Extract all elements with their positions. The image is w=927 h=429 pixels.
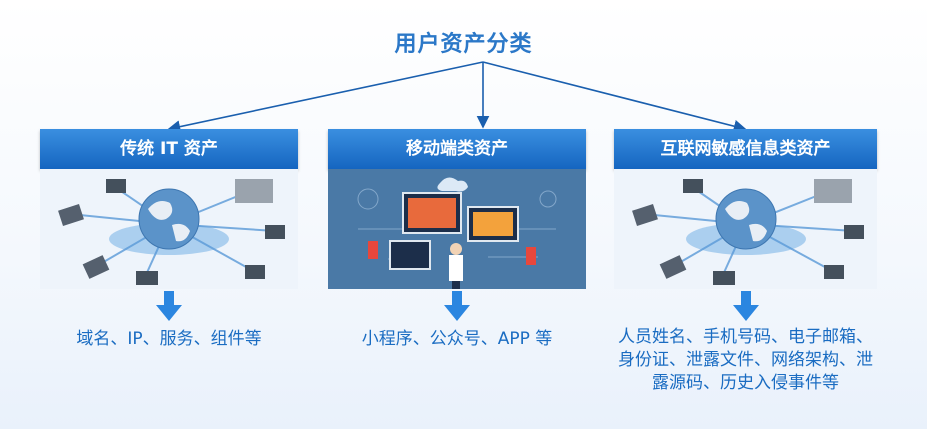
category-description-traditional-it: 域名、IP、服务、组件等: [76, 329, 262, 349]
down-arrow-icon: [733, 291, 759, 321]
diagram-title: 用户资产分类: [394, 32, 533, 57]
category-header-traditional-it: 传统 IT 资产: [40, 129, 298, 169]
category-header-mobile: 移动端类资产: [328, 129, 586, 169]
category-description-internet-sensitive: 人员姓名、手机号码、电子邮箱、身份证、泄露文件、网络架构、泄露源码、历史入侵事件…: [618, 327, 873, 393]
category-description-mobile: 小程序、公众号、APP 等: [361, 329, 553, 349]
network-globe-illustration: [40, 169, 298, 289]
mobile-devices-illustration: [328, 169, 586, 289]
down-arrow-icon: [444, 291, 470, 321]
network-globe-illustration: [614, 169, 877, 289]
down-arrow-icon: [156, 291, 182, 321]
category-header-internet-sensitive: 互联网敏感信息类资产: [614, 129, 877, 169]
